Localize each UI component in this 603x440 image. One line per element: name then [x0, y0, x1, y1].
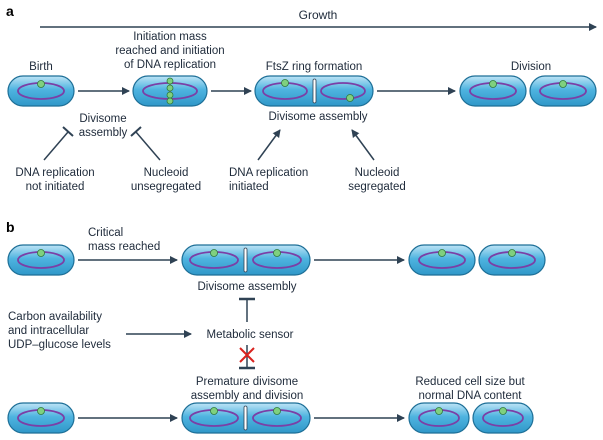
dna-not-initiated-label-1: DNA replication [15, 167, 94, 179]
cell-b-daughters [408, 244, 546, 276]
panel-b-label: b [6, 219, 15, 235]
birth-label: Birth [29, 61, 53, 73]
divisome-label-1: Divisome [79, 113, 126, 125]
nucleoid-unsegregated-label-2: unsegregated [131, 181, 201, 193]
arrow-dna-initiated [257, 129, 281, 161]
cell-b-premature-start [7, 402, 75, 434]
nucleoid-segregated-label-1: Nucleoid [355, 167, 400, 179]
cell-ftsz-ring [254, 75, 374, 107]
divisome-label-2: assembly [79, 127, 128, 139]
initiation-label-2: reached and initiation [115, 45, 224, 57]
growth-label: Growth [299, 8, 338, 22]
premature-label-2: assembly and division [191, 390, 304, 402]
reduced-size-label-1: Reduced cell size but [415, 376, 525, 388]
carbon-label-1: Carbon availability [8, 311, 102, 323]
critical-mass-label-2: mass reached [88, 241, 160, 253]
panel-a-label: a [6, 3, 14, 19]
metabolic-sensor-label: Metabolic sensor [207, 329, 294, 341]
blocked-inhibition-sensor-to-premature [239, 345, 255, 370]
nucleoid-unsegregated-label-1: Nucleoid [144, 167, 189, 179]
block-x-icon [239, 347, 255, 363]
carbon-label-3: UDP–glucose levels [8, 339, 111, 351]
dna-initiated-label-1: DNA replication [229, 167, 308, 179]
ftsz-label: FtsZ ring formation [266, 61, 363, 73]
premature-label-1: Premature divisome [196, 376, 298, 388]
cell-birth [7, 75, 75, 107]
divisome-assembly-label-b: Divisome assembly [197, 281, 296, 293]
cell-b-divisome [181, 244, 311, 276]
reduced-size-label-2: normal DNA content [419, 390, 523, 402]
arrow-nucleoid-segregated [351, 129, 375, 161]
initiation-label-1: Initiation mass [133, 31, 207, 43]
carbon-label-2: and intracellular [8, 325, 89, 337]
inhibition-dna-not-initiated [43, 126, 74, 161]
divisome-assembly-label-a: Divisome assembly [268, 111, 367, 123]
cell-b-premature-division [181, 402, 311, 434]
nucleoid-segregated-label-2: segregated [348, 181, 406, 193]
critical-mass-label-1: Critical [88, 227, 123, 239]
cell-b-reduced-daughters [408, 402, 534, 434]
dna-initiated-label-2: initiated [229, 181, 269, 193]
dna-not-initiated-label-2: not initiated [26, 181, 85, 193]
inhibition-sensor-to-divisome [239, 297, 255, 322]
cell-initiation [132, 75, 208, 107]
cell-division [459, 75, 597, 107]
division-label: Division [511, 61, 551, 73]
cell-b-start [7, 244, 75, 276]
initiation-label-3: of DNA replication [124, 59, 216, 71]
inhibition-nucleoid-unsegregated [130, 126, 161, 161]
